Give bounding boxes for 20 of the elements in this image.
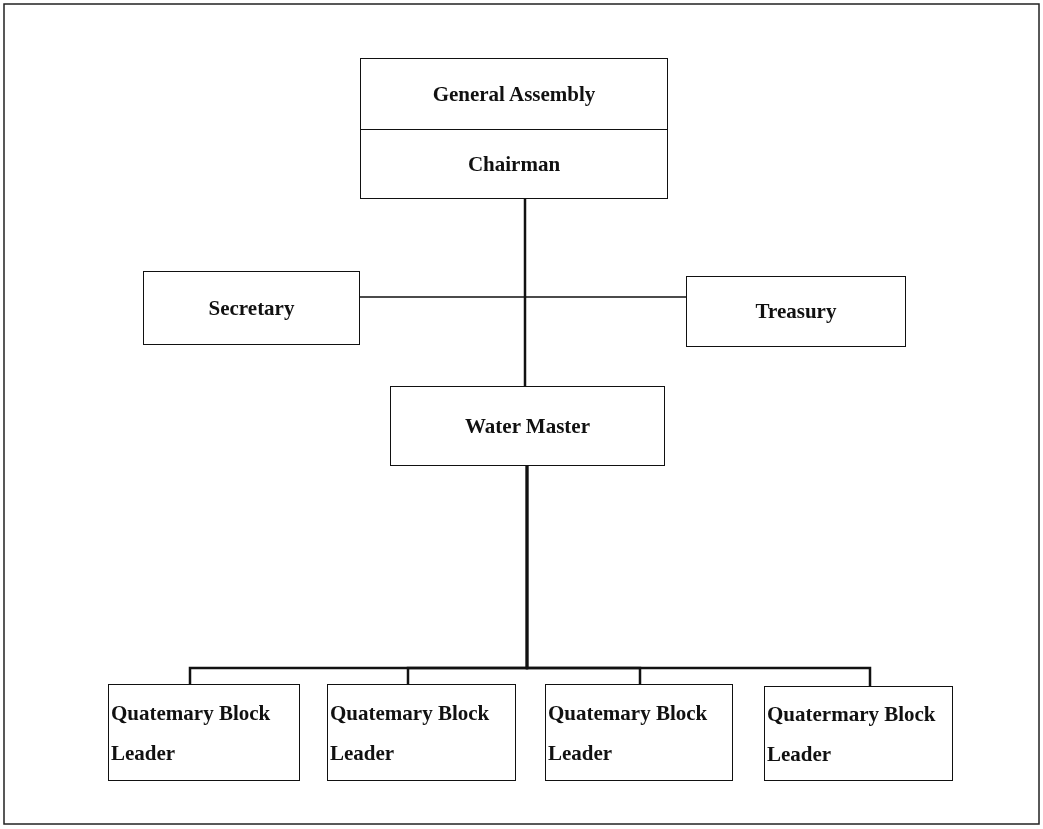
role-name: Quatemary Block Leader <box>111 699 272 767</box>
role-name: Chairman <box>467 151 561 177</box>
connector-line <box>525 466 872 686</box>
org-box <box>390 386 665 466</box>
org-box <box>360 58 668 130</box>
role-name: Quatemary Block Leader <box>330 699 491 767</box>
org-box <box>686 276 906 347</box>
org-box <box>360 129 668 199</box>
org-box <box>764 686 953 781</box>
connector-line <box>523 199 527 386</box>
org-box <box>143 271 360 345</box>
role-name: Quatemary Block Leader <box>548 699 709 767</box>
role-name: Quatermary Block Leader <box>767 700 937 768</box>
org-box <box>108 684 300 781</box>
role-name: Water Master <box>465 413 590 439</box>
org-box <box>545 684 733 781</box>
org-box <box>327 684 516 781</box>
role-name: Treasury <box>755 299 837 324</box>
role-name: General Assembly <box>432 81 596 107</box>
role-name: Secretary <box>208 295 295 321</box>
